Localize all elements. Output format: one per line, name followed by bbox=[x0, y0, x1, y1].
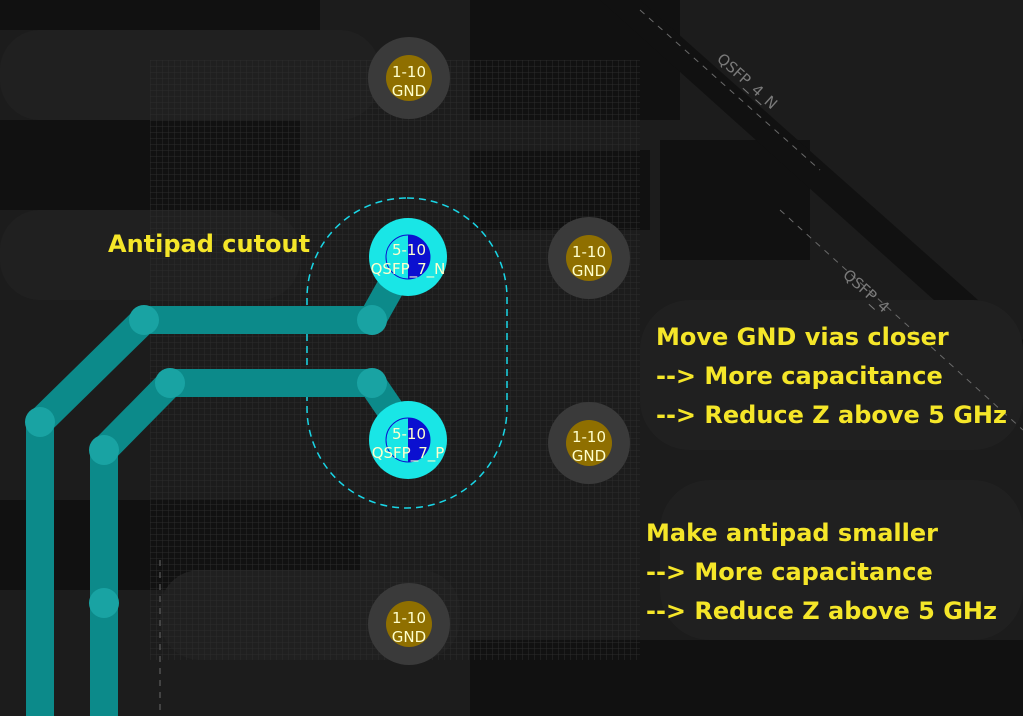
signal-via-layer: 5-10 bbox=[392, 425, 426, 443]
hatch-grid bbox=[150, 60, 640, 660]
gnd-via-net: GND bbox=[392, 628, 426, 646]
annotation-line: Move GND vias closer bbox=[656, 323, 949, 351]
annotation-line: --> More capacitance bbox=[656, 362, 943, 390]
annotation-line: --> More capacitance bbox=[646, 558, 933, 586]
gnd-via-net: GND bbox=[572, 447, 606, 465]
net-guide-lines bbox=[159, 9, 1023, 716]
gnd-via-layer: 1-10 bbox=[572, 428, 606, 446]
gnd-via: 1-10 GND bbox=[548, 217, 630, 299]
signal-via-layer: 5-10 bbox=[392, 241, 426, 259]
signal-via-net: QSFP_7_P bbox=[372, 444, 445, 463]
gnd-via: 1-10 GND bbox=[548, 402, 630, 484]
gnd-via-layer: 1-10 bbox=[572, 243, 606, 261]
gnd-via-layer: 1-10 bbox=[392, 609, 426, 627]
signal-via-n: 5-10 QSFP_7_N bbox=[369, 218, 447, 296]
antipad-cutout-outline bbox=[306, 197, 508, 509]
signal-via-p: 5-10 QSFP_7_P bbox=[369, 401, 447, 479]
gnd-via: 1-10 GND bbox=[368, 583, 450, 665]
gnd-via-net: GND bbox=[392, 82, 426, 100]
annotation-line: --> Reduce Z above 5 GHz bbox=[656, 401, 1007, 429]
annotation-antipad-cutout: Antipad cutout bbox=[108, 230, 311, 258]
annotation-line: --> Reduce Z above 5 GHz bbox=[646, 597, 997, 625]
annotation-move-gnd: Move GND vias closer --> More capacitanc… bbox=[656, 318, 1007, 435]
annotation-line: Make antipad smaller bbox=[646, 519, 938, 547]
signal-via-net: QSFP_7_N bbox=[371, 260, 446, 279]
gnd-via-layer: 1-10 bbox=[392, 63, 426, 81]
annotation-smaller-antipad: Make antipad smaller --> More capacitanc… bbox=[646, 514, 997, 631]
trace-vertices bbox=[25, 305, 387, 618]
gnd-via: 1-10 GND bbox=[368, 37, 450, 119]
gnd-via-net: GND bbox=[572, 262, 606, 280]
